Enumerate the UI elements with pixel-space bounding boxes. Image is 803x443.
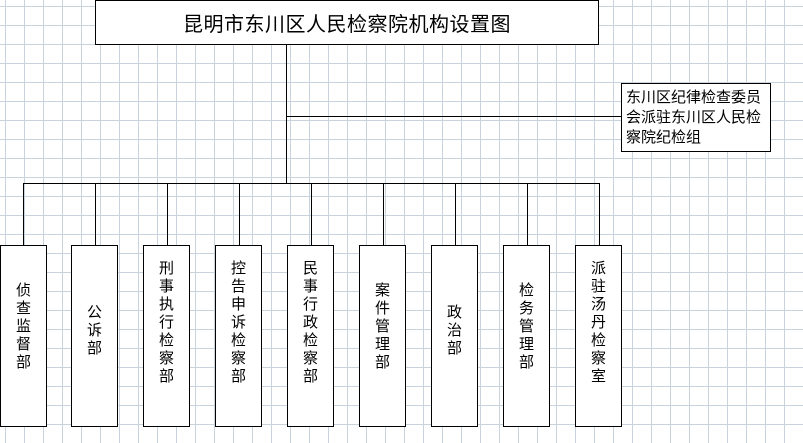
dept-box-3: 刑事执行检察部: [143, 245, 190, 427]
drop-line-3: [167, 183, 168, 245]
dept-label: 民事行政检察部: [301, 260, 319, 386]
dept-box-2: 公诉部: [71, 245, 118, 427]
drop-line-8: [527, 183, 528, 245]
dept-label: 刑事执行检察部: [157, 260, 175, 386]
dept-label: 检务管理部: [517, 282, 535, 372]
drop-line-6: [383, 183, 384, 245]
chart-title: 昆明市东川区人民检察院机构设置图: [95, 0, 599, 45]
drop-line-2: [95, 183, 96, 245]
drop-line-4: [239, 183, 240, 245]
dept-box-4: 控告申诉检察部: [215, 245, 262, 427]
side-unit-box: 东川区纪律检查委员会派驻东川区人民检察院纪检组: [621, 83, 771, 152]
dept-label: 派驻汤丹检察室: [589, 260, 607, 386]
dept-label: 侦查监督部: [14, 282, 32, 372]
drop-line-9: [599, 183, 600, 245]
drop-line-7: [455, 183, 456, 245]
dept-label: 政治部: [445, 304, 463, 358]
drop-line-5: [311, 183, 312, 245]
dept-box-1: 侦查监督部: [0, 245, 47, 427]
dept-box-8: 检务管理部: [503, 245, 550, 427]
dept-box-5: 民事行政检察部: [287, 245, 334, 427]
dept-label: 控告申诉检察部: [229, 260, 247, 386]
dept-box-6: 案件管理部: [359, 245, 406, 427]
dept-label: 公诉部: [85, 304, 103, 358]
side-branch-line: [286, 116, 621, 117]
dept-label: 案件管理部: [373, 282, 391, 372]
drop-line-1: [23, 183, 24, 245]
dept-box-7: 政治部: [431, 245, 478, 427]
dept-box-9: 派驻汤丹检察室: [575, 245, 622, 427]
trunk-line: [286, 45, 287, 183]
